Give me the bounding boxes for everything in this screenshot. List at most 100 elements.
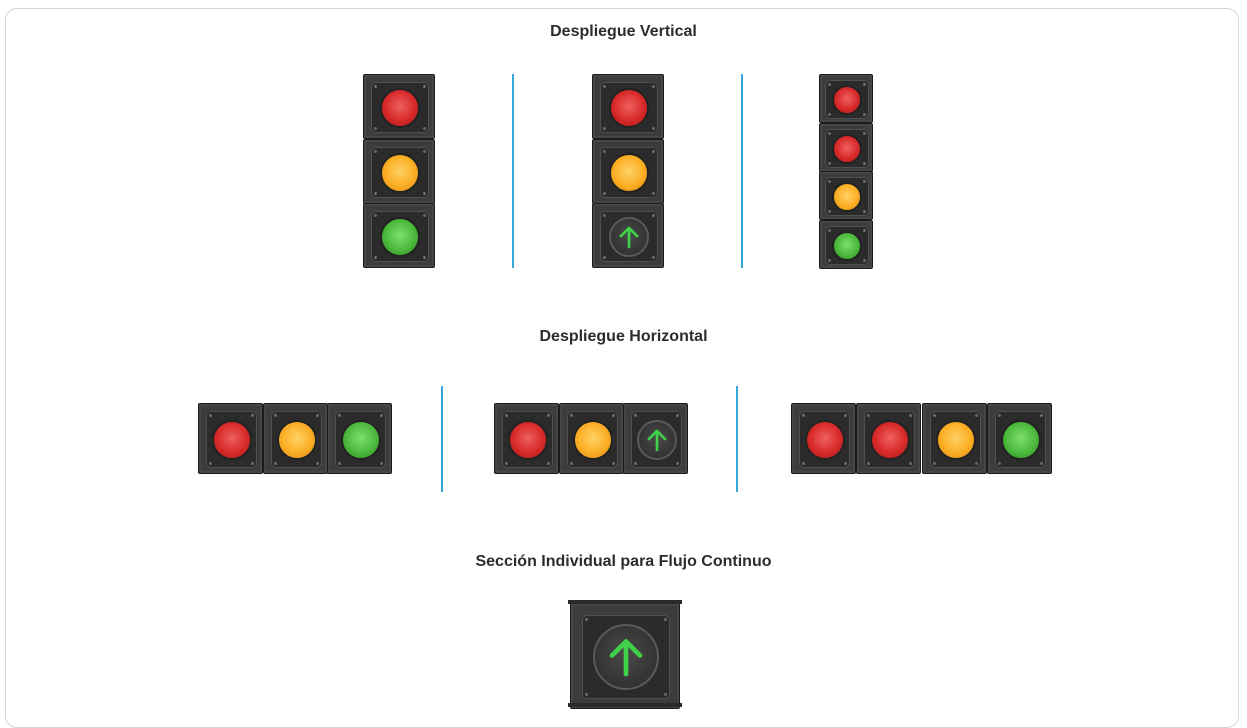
screw-icon: [828, 132, 831, 135]
screw-icon: [612, 462, 615, 465]
horizontal-signal-2-2-module: [623, 403, 688, 474]
screw-icon: [603, 256, 606, 259]
green-lamp: [832, 231, 862, 261]
screw-icon: [975, 462, 978, 465]
vertical-divider-1: [512, 74, 514, 268]
screw-icon: [863, 180, 866, 183]
red-lamp: [870, 420, 910, 460]
screw-icon: [863, 113, 866, 116]
horizontal-signal-2-1-module: [559, 403, 624, 474]
screw-icon: [209, 414, 212, 417]
screw-icon: [933, 462, 936, 465]
screw-icon: [664, 693, 667, 696]
screw-icon: [676, 462, 679, 465]
horizontal-divider-1: [441, 386, 443, 492]
screw-icon: [374, 85, 377, 88]
red-lamp: [609, 88, 649, 128]
screw-icon: [634, 414, 637, 417]
arrow-lamp: [637, 420, 677, 460]
screw-icon: [251, 414, 254, 417]
screw-icon: [423, 256, 426, 259]
horizontal-signal-3-2-module: [922, 403, 987, 474]
amber-lamp: [277, 420, 317, 460]
screw-icon: [652, 214, 655, 217]
vertical-signal-1-2-module: [363, 203, 435, 268]
green-lamp: [380, 217, 420, 257]
amber-lamp: [609, 153, 649, 193]
red-lamp: [380, 88, 420, 128]
arrow-up-icon: [619, 226, 639, 249]
screw-icon: [998, 414, 1001, 417]
horizontal-signal-3-1-module: [856, 403, 921, 474]
screw-icon: [933, 414, 936, 417]
horizontal-signal-3-3-module: [987, 403, 1052, 474]
screw-icon: [828, 210, 831, 213]
screw-icon: [652, 192, 655, 195]
red-lamp: [805, 420, 845, 460]
amber-lamp: [936, 420, 976, 460]
screw-icon: [547, 414, 550, 417]
screw-icon: [603, 150, 606, 153]
screw-icon: [585, 618, 588, 621]
screw-icon: [251, 462, 254, 465]
screw-icon: [867, 462, 870, 465]
amber-lamp: [832, 182, 862, 212]
vertical-divider-2: [741, 74, 743, 268]
screw-icon: [863, 259, 866, 262]
screw-icon: [423, 127, 426, 130]
screw-icon: [316, 462, 319, 465]
horizontal-signal-2-0-module: [494, 403, 559, 474]
screw-icon: [802, 414, 805, 417]
screw-icon: [380, 414, 383, 417]
red-lamp: [832, 134, 862, 164]
screw-icon: [423, 150, 426, 153]
single-section-title: Sección Individual para Flujo Continuo: [475, 553, 772, 570]
screw-icon: [676, 414, 679, 417]
horizontal-signal-1-0-module: [198, 403, 263, 474]
amber-lamp: [380, 153, 420, 193]
red-lamp: [212, 420, 252, 460]
screw-icon: [209, 462, 212, 465]
screw-icon: [338, 462, 341, 465]
screw-icon: [909, 462, 912, 465]
vertical-signal-3-1-module: [819, 123, 873, 172]
vertical-signal-1-1-module: [363, 139, 435, 204]
single-signal-0-module: [570, 603, 680, 709]
screw-icon: [603, 192, 606, 195]
screw-icon: [844, 462, 847, 465]
screw-icon: [338, 414, 341, 417]
vertical-signal-2-1-module: [592, 139, 664, 204]
vertical-signal-3-3-module: [819, 220, 873, 269]
screw-icon: [374, 214, 377, 217]
screw-icon: [863, 132, 866, 135]
screw-icon: [1040, 462, 1043, 465]
green-lamp: [1001, 420, 1041, 460]
screw-icon: [909, 414, 912, 417]
screw-icon: [828, 180, 831, 183]
screw-icon: [652, 85, 655, 88]
screw-icon: [505, 462, 508, 465]
screw-icon: [652, 150, 655, 153]
screw-icon: [585, 693, 588, 696]
screw-icon: [863, 210, 866, 213]
horizontal-section-title: Despliegue Horizontal: [539, 328, 708, 345]
vertical-signal-2-2-module: [592, 203, 664, 268]
screw-icon: [603, 214, 606, 217]
vertical-signal-3-2-module: [819, 171, 873, 220]
screw-icon: [1040, 414, 1043, 417]
screw-icon: [423, 85, 426, 88]
screw-icon: [423, 214, 426, 217]
screw-icon: [828, 229, 831, 232]
screw-icon: [612, 414, 615, 417]
screw-icon: [603, 127, 606, 130]
screw-icon: [374, 256, 377, 259]
screw-icon: [374, 150, 377, 153]
screw-icon: [828, 259, 831, 262]
horizontal-signal-3-0-module: [791, 403, 856, 474]
screw-icon: [844, 414, 847, 417]
arrow-lamp: [609, 217, 649, 257]
screw-icon: [863, 229, 866, 232]
horizontal-divider-2: [736, 386, 738, 492]
screw-icon: [316, 414, 319, 417]
screw-icon: [863, 83, 866, 86]
